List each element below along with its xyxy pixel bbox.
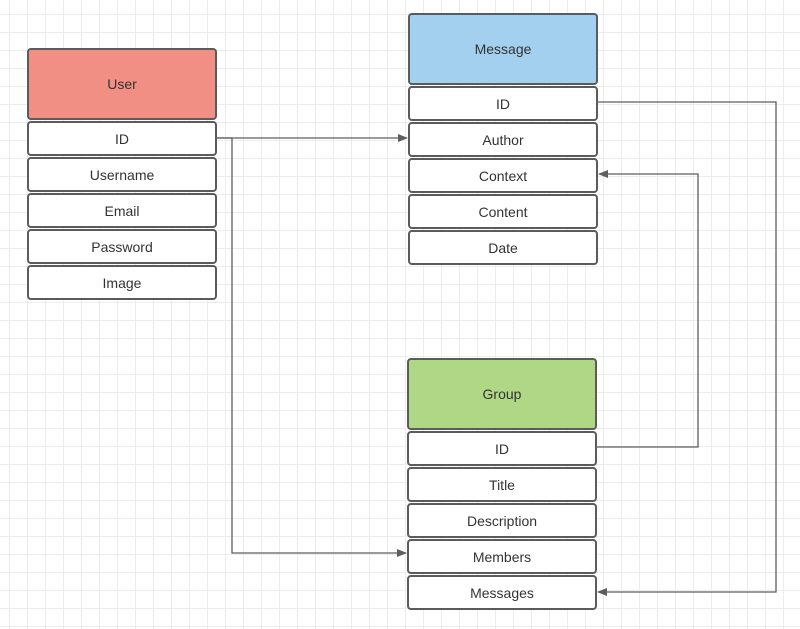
connector-group-id-to-message-context[interactable]: [597, 170, 699, 448]
message-field-id[interactable]: ID: [408, 86, 598, 121]
message-field-date[interactable]: Date: [408, 230, 598, 265]
group-field-title[interactable]: Title: [407, 467, 597, 502]
group-field-description[interactable]: Description: [407, 503, 597, 538]
user-field-password[interactable]: Password: [27, 229, 217, 264]
entity-message-header[interactable]: Message: [408, 13, 598, 85]
group-field-id[interactable]: ID: [407, 431, 597, 466]
user-field-email[interactable]: Email: [27, 193, 217, 228]
entity-user-header[interactable]: User: [27, 48, 217, 120]
entity-group-header[interactable]: Group: [407, 358, 597, 430]
message-field-context[interactable]: Context: [408, 158, 598, 193]
message-field-author[interactable]: Author: [408, 122, 598, 157]
entity-user[interactable]: User ID Username Email Password Image: [27, 48, 217, 300]
user-field-id[interactable]: ID: [27, 121, 217, 156]
entity-group[interactable]: Group ID Title Description Members Messa…: [407, 358, 597, 610]
user-field-username[interactable]: Username: [27, 157, 217, 192]
message-field-content[interactable]: Content: [408, 194, 598, 229]
entity-message[interactable]: Message ID Author Context Content Date: [408, 13, 598, 265]
user-field-image[interactable]: Image: [27, 265, 217, 300]
group-field-members[interactable]: Members: [407, 539, 597, 574]
connector-message-id-to-group-messages[interactable]: [597, 101, 777, 596]
connector-user-id-to-group-members[interactable]: [217, 137, 407, 557]
group-field-messages[interactable]: Messages: [407, 575, 597, 610]
